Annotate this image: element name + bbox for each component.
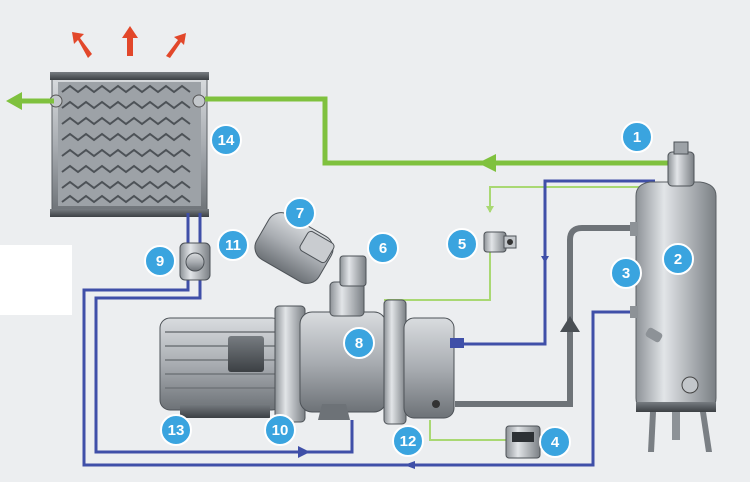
callout-5: 5 xyxy=(446,228,478,260)
callout-label: 8 xyxy=(355,335,363,352)
flow-direction-arrow-icon xyxy=(404,461,415,469)
air-outlet xyxy=(6,92,54,110)
callout-label: 4 xyxy=(551,434,560,451)
hot-air-arrow-icon xyxy=(72,32,92,58)
oil-separator-tank xyxy=(630,141,717,452)
callout-label: 7 xyxy=(296,205,304,222)
electric-motor xyxy=(159,305,306,423)
callout-4: 4 xyxy=(539,426,571,458)
screw-airend xyxy=(299,299,464,425)
solenoid-valve xyxy=(483,231,517,253)
callout-2: 2 xyxy=(662,243,694,275)
callout-1: 1 xyxy=(621,121,653,153)
callout-6: 6 xyxy=(367,232,399,264)
hot-air-arrows xyxy=(72,26,186,58)
callout-8: 8 xyxy=(343,327,375,359)
air-outlet-arrow-icon xyxy=(6,92,22,110)
callout-10: 10 xyxy=(264,414,296,446)
flow-direction-arrow-icon xyxy=(541,256,549,263)
pressure-controller xyxy=(505,425,541,459)
hot-air-arrow-icon xyxy=(166,33,186,58)
callout-label: 1 xyxy=(633,129,641,146)
discharge-line xyxy=(455,225,634,407)
callout-13: 13 xyxy=(160,414,192,446)
callout-label: 5 xyxy=(458,236,466,253)
callout-12: 12 xyxy=(392,425,424,457)
intake-valve xyxy=(329,255,367,317)
flow-direction-arrow-icon xyxy=(478,154,496,172)
callout-label: 10 xyxy=(272,422,289,439)
callout-label: 12 xyxy=(400,433,417,450)
thermostatic-valve xyxy=(179,242,211,281)
flow-direction-arrow-icon xyxy=(298,446,310,458)
air-filter xyxy=(254,212,335,284)
callout-9: 9 xyxy=(144,245,176,277)
callout-label: 9 xyxy=(156,253,164,270)
control-air-line xyxy=(384,186,668,441)
callout-label: 3 xyxy=(622,265,630,282)
callout-label: 11 xyxy=(225,237,241,254)
callout-11: 11 xyxy=(217,229,249,261)
callout-14: 14 xyxy=(210,124,242,156)
compressed-air-line xyxy=(205,96,668,166)
flow-direction-triangle-icon xyxy=(560,316,580,332)
callout-label: 14 xyxy=(218,132,235,149)
callout-label: 6 xyxy=(379,240,387,257)
left-white-panel xyxy=(0,245,72,315)
hot-air-arrow-icon xyxy=(122,26,138,56)
air-oil-cooler xyxy=(49,72,209,217)
callout-3: 3 xyxy=(610,257,642,289)
callout-7: 7 xyxy=(284,197,316,229)
callouts: 1 2 3 4 5 6 7 8 xyxy=(144,121,694,458)
flow-direction-arrow-icon xyxy=(486,206,494,213)
callout-label: 13 xyxy=(168,422,185,439)
callout-label: 2 xyxy=(674,251,682,268)
